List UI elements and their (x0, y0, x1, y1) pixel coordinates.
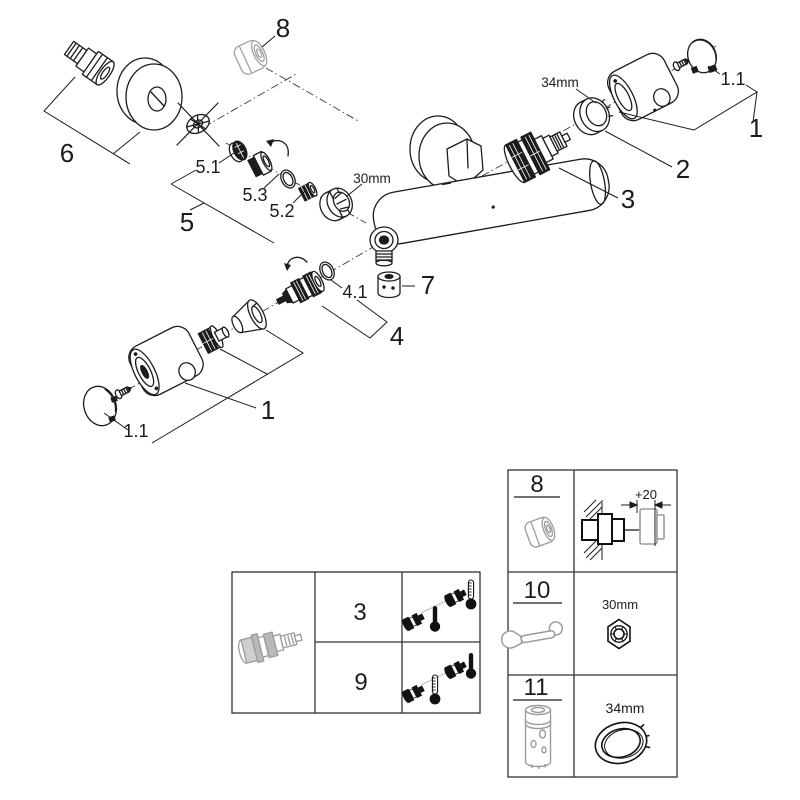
filter-5-1 (228, 140, 248, 163)
rotation-arrow-4 (284, 256, 308, 271)
handle-insert-bottom (197, 325, 230, 354)
callout-5-1: 5.1 (195, 157, 220, 177)
callout-1-1-bottom: 1.1 (123, 421, 148, 441)
handle-shell-top (606, 52, 680, 122)
dimension-label: 30mm (602, 597, 638, 612)
row-label: 8 (530, 471, 543, 498)
diverter-cartridge-4 (276, 270, 325, 305)
thermometer-filled-icon (465, 653, 477, 679)
rotation-arrow (266, 139, 289, 157)
thermometer-filled-icon (429, 606, 441, 632)
s-union-fitting (63, 40, 115, 86)
extension-cap-icon (524, 516, 556, 548)
cartridge-mini-icon (442, 657, 469, 681)
mounting-sleeve-icon (524, 704, 552, 769)
star-washer-crossed-icon (176, 102, 220, 147)
locking-ring-icon (594, 721, 651, 765)
callout-1-bottom: 1 (261, 395, 275, 425)
union-nut-30mm (319, 187, 353, 222)
cartridge-orientation-icons-row-3 (400, 579, 477, 633)
thermometer-scale-icon (429, 674, 441, 705)
callout-1-top: 1 (749, 113, 763, 143)
cartridge-mini-icon (400, 681, 427, 705)
row-label: 10 (524, 577, 551, 604)
callout-labels: 8 6 5.1 5.3 5.2 5 30mm 34mm 1.1 1 2 3 4.… (60, 13, 763, 441)
adapter-5-2 (298, 181, 318, 202)
callout-2: 2 (676, 154, 690, 184)
table-border (507, 469, 678, 778)
callout-5-2: 5.2 (269, 201, 294, 221)
cartridge-mini-icon (400, 609, 427, 633)
callout-8-top: 8 (276, 13, 290, 43)
wall-extension-diagram: +20 (581, 487, 671, 561)
hex-connector (446, 138, 484, 187)
cartridge-variant-table: 3 9 (231, 571, 481, 714)
callout-7: 7 (421, 270, 435, 300)
o-ring-5-3 (280, 169, 296, 189)
cartridge-orientation-icons-row-9 (400, 653, 477, 705)
union-nut-icon (607, 618, 631, 650)
row-label: 11 (524, 674, 549, 701)
dimension-34mm: 34mm (541, 75, 579, 90)
callout-5-3: 5.3 (242, 185, 267, 205)
callout-3: 3 (621, 184, 635, 214)
accessory-table: 8 (500, 469, 678, 778)
thermostatic-cartridge-icon (238, 631, 303, 664)
callout-4-1: 4.1 (342, 282, 367, 302)
handle-screw-bottom (113, 383, 134, 401)
leader-lines (43, 35, 758, 444)
escutcheon-6 (116, 57, 183, 131)
dimension-30mm: 30mm (353, 171, 391, 186)
callout-5: 5 (180, 207, 194, 237)
aerator-7 (377, 271, 401, 299)
check-valve (247, 150, 273, 178)
thermostat-cartridge-3 (503, 131, 571, 184)
cartridge-mini-icon (442, 585, 469, 609)
extension-cap-8 (233, 39, 268, 75)
dimension-label: 34mm (606, 700, 645, 716)
thermometer-scale-icon (465, 579, 477, 610)
handle-cap-1-1-bottom (82, 385, 118, 427)
handle-cap-1-1-top (686, 38, 718, 74)
dimension-label: +20 (635, 487, 657, 502)
mixer-body-tube (372, 158, 610, 245)
callout-1-1-top: 1.1 (720, 69, 745, 89)
row-label: 9 (354, 669, 367, 696)
callout-4: 4 (390, 321, 404, 351)
open-end-wrench-icon (500, 621, 564, 649)
handle-shell-bottom (128, 325, 204, 397)
row-label: 3 (353, 599, 366, 626)
locking-ring-2 (572, 97, 614, 136)
callout-6: 6 (60, 138, 74, 168)
shower-outlet (369, 226, 399, 267)
o-ring-4-1 (319, 261, 335, 281)
stop-ring-bottom (231, 299, 267, 334)
